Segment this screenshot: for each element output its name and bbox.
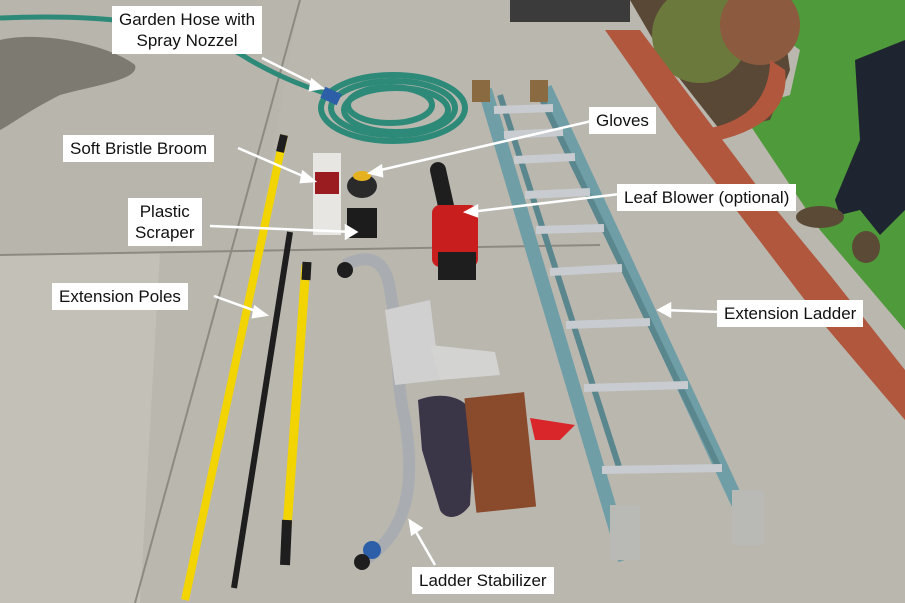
boot [796, 206, 844, 228]
stabilizer-foot [354, 554, 370, 570]
red-strap [530, 418, 575, 440]
label-extension-poles: Extension Poles [52, 283, 188, 310]
extension-ladder [472, 80, 764, 562]
extension-pole-2 [231, 231, 293, 589]
gloves-cuff [353, 171, 371, 181]
concrete-slab [0, 252, 160, 603]
rubber-pad [418, 395, 475, 517]
brick-edging-curve [710, 60, 786, 140]
extension-pole-3-end [280, 519, 292, 566]
boot [852, 231, 880, 263]
spray-nozzle [320, 86, 342, 106]
wood-block [464, 392, 537, 513]
label-extension-ladder: Extension Ladder [717, 300, 864, 327]
label-plastic-scraper: Plastic Scraper [128, 198, 202, 246]
callout-arrows [209, 56, 723, 566]
label-leaf-blower: Leaf Blower (optional) [617, 184, 797, 211]
leaf-blower-battery [438, 252, 476, 280]
stabilizer-end-cap [363, 541, 381, 559]
stabilizer-clamp [430, 345, 500, 380]
label-soft-bristle-broom: Soft Bristle Broom [63, 135, 214, 162]
garden-hose-coil [318, 72, 468, 144]
label-gloves: Gloves [589, 107, 656, 134]
wet-patch [0, 36, 136, 130]
gloves [347, 174, 377, 198]
leaf-blower-body [432, 205, 478, 267]
stabilizer-bracket [385, 300, 440, 385]
extension-pole-3-cap [301, 261, 312, 281]
concrete-joint [134, 0, 301, 603]
concrete-joint [0, 244, 601, 256]
label-ladder-stabilizer: Ladder Stabilizer [412, 567, 554, 594]
shrub [720, 0, 800, 65]
person-leg [835, 40, 905, 235]
extension-pole-3 [282, 264, 311, 529]
label-garden-hose: Garden Hose with Spray Nozzel [112, 6, 263, 54]
stabilizer-foot [337, 262, 353, 278]
broom-box-label [315, 172, 339, 194]
extension-pole-1 [181, 134, 288, 601]
garage-door [510, 0, 630, 22]
extension-pole-1-tip [276, 134, 288, 153]
